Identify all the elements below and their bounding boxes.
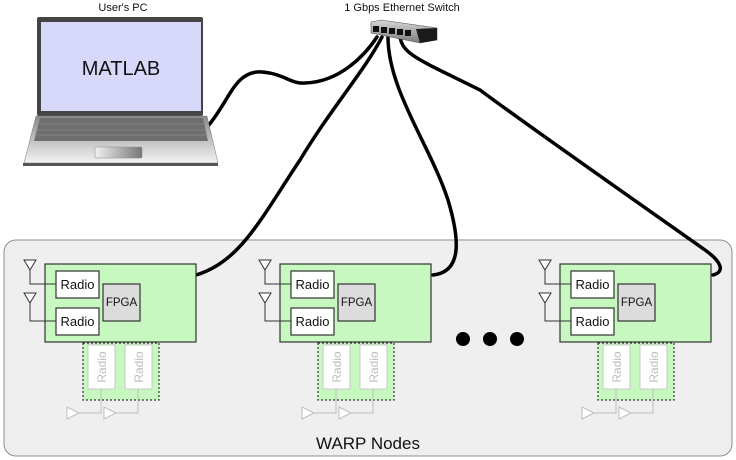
laptop-edge [23,163,218,166]
radio-label: Radio [61,314,95,329]
expansion-radio-label: Radio [330,351,344,383]
expansion-radio-box [322,344,351,390]
radio-box [570,307,615,336]
expansion-antenna-icon [618,406,633,420]
keyboard [34,118,208,141]
antenna-icon [538,259,552,271]
expansion-radio-label: Radio [647,351,661,383]
expansion-antenna-icon [301,406,316,420]
radio-label: Radio [576,314,610,329]
touchpad [94,146,143,159]
cable-pc [206,35,379,128]
radio-box [55,307,100,336]
expansion-antenna-icon [66,406,81,420]
fpga-box [337,283,376,322]
keyboard-grid [36,123,207,136]
expansion-radio-label: Radio [95,351,109,383]
ethernet-cables [194,35,722,277]
expansion-radio-box [87,344,116,390]
radio-box [290,307,335,336]
antenna-icon [23,259,37,271]
expansion-radio-box [359,344,388,390]
cable-node-1 [194,35,384,277]
fpga-label: FPGA [106,297,138,309]
screen-text: MATLAB [82,58,161,80]
expansion-radio-box [639,344,668,390]
switch-label: 1 Gbps Ethernet Switch [344,2,460,14]
antenna-icon [23,292,37,304]
radio-label: Radio [61,277,95,292]
antenna-icon [258,259,272,271]
antenna-icon [538,292,552,304]
laptop-screen [41,22,201,111]
fpga-label: FPGA [621,297,653,309]
fpga-box [102,283,141,322]
radio-label: Radio [296,314,330,329]
expansion-radio-box [602,344,631,390]
fpga-box [617,283,656,322]
antenna-icon [258,292,272,304]
cable-node-3 [398,35,722,277]
expansion-antenna-icon [581,406,596,420]
expansion-radio-label: Radio [132,351,146,383]
radio-box [290,270,335,299]
switch-ports [373,26,411,36]
cable-node-2 [386,35,458,277]
radio-box [55,270,100,299]
group-label: WARP Nodes [316,434,420,453]
expansion-antenna-icon [103,406,118,420]
radio-box [570,270,615,299]
expansion-radio-label: Radio [367,351,381,383]
radio-label: Radio [296,277,330,292]
expansion-radio-label: Radio [610,351,624,383]
fpga-label: FPGA [341,297,373,309]
laptop-icon: User's PC MATLAB [23,2,219,166]
ellipsis-icon [456,332,524,346]
pc-label: User's PC [98,2,147,14]
expansion-antenna-icon [338,406,353,420]
ethernet-switch-icon: 1 Gbps Ethernet Switch [344,2,460,44]
radio-label: Radio [576,277,610,292]
